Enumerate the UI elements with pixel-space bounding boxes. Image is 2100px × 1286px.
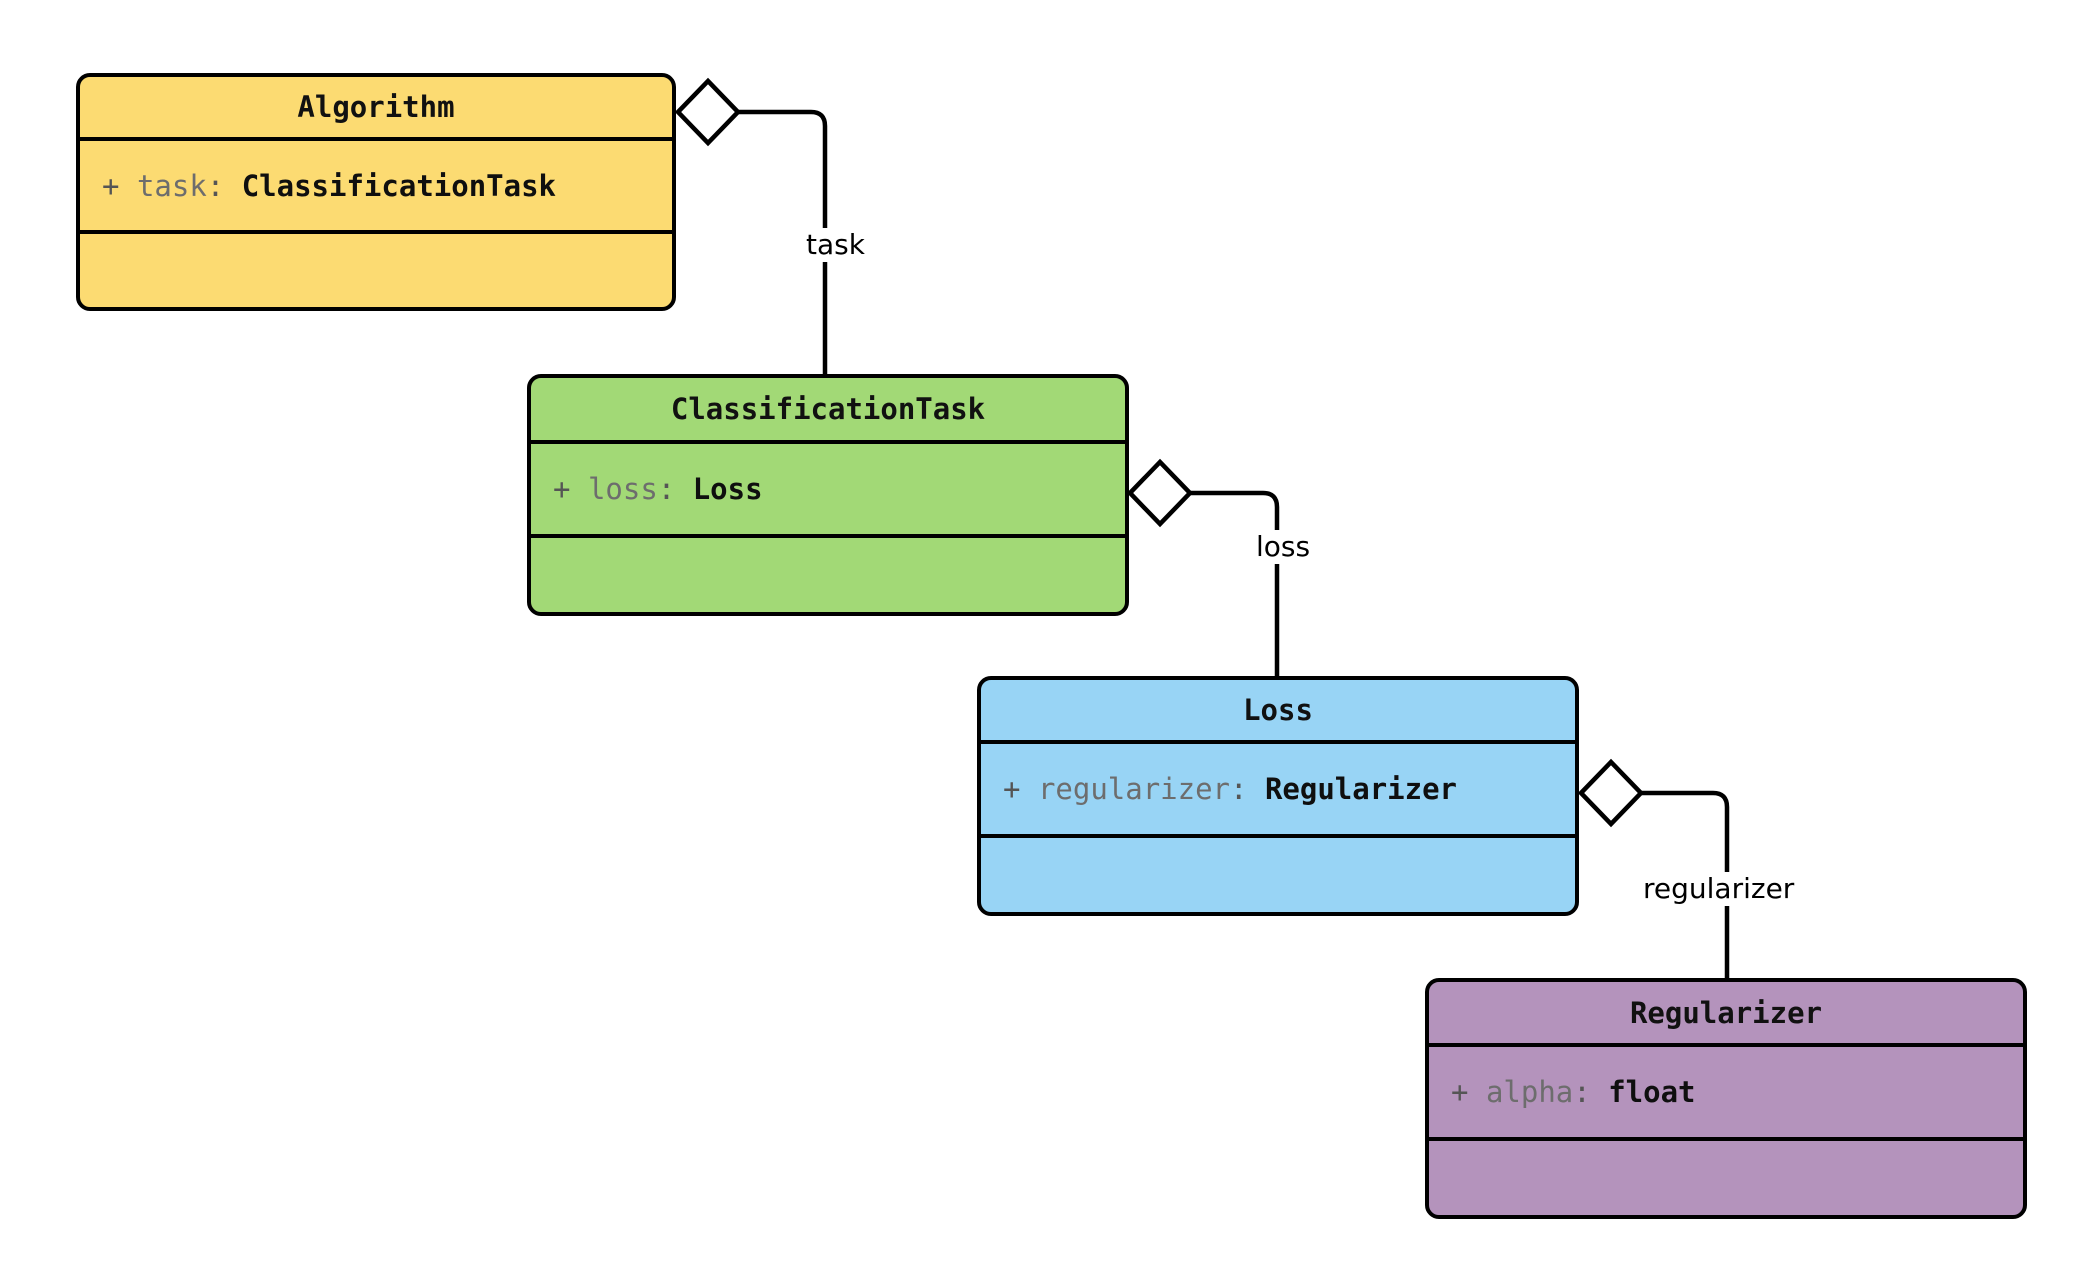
class-title-compartment: Regularizer — [1429, 982, 2023, 1047]
class-attributes-compartment: + alpha: float — [1429, 1047, 2023, 1141]
class-name: Loss — [1243, 693, 1313, 727]
relationship-line — [1641, 790, 1730, 978]
uml-class-algorithm[interactable]: Algorithm + task: ClassificationTask — [76, 73, 676, 311]
attribute-visibility: + — [1451, 1075, 1469, 1109]
attribute-type: float — [1608, 1075, 1696, 1109]
attribute-separator: : — [657, 472, 676, 506]
attribute-visibility: + — [102, 168, 120, 203]
attribute-type: ClassificationTask — [241, 168, 556, 203]
class-attributes-compartment: + task: ClassificationTask — [80, 141, 672, 234]
class-methods-compartment — [531, 538, 1125, 612]
attribute-type: Regularizer — [1264, 772, 1457, 806]
relationship-label-regularizer: regularizer — [1637, 872, 1801, 906]
attribute-name: regularizer — [1037, 772, 1230, 806]
class-title-compartment: Algorithm — [80, 77, 672, 141]
class-title-compartment: Loss — [981, 680, 1575, 744]
aggregation-diamond-icon — [1126, 458, 1194, 528]
relationship-line — [1190, 490, 1280, 676]
attribute-name: task — [136, 168, 207, 203]
class-title-compartment: ClassificationTask — [531, 378, 1125, 444]
relationship-rel-task[interactable] — [674, 77, 828, 374]
class-attribute-row: + loss: Loss — [531, 472, 763, 506]
class-methods-compartment — [80, 234, 672, 307]
class-name: Algorithm — [297, 90, 455, 124]
relationship-line — [738, 109, 828, 374]
attribute-name: loss — [587, 472, 658, 506]
class-name: ClassificationTask — [670, 392, 986, 426]
uml-class-regularizer[interactable]: Regularizer + alpha: float — [1425, 978, 2027, 1219]
relationship-rel-loss[interactable] — [1126, 458, 1280, 676]
attribute-visibility: + — [1003, 772, 1021, 806]
class-attribute-row: + alpha: float — [1429, 1075, 1696, 1109]
class-attribute-row: + task: ClassificationTask — [80, 169, 556, 203]
aggregation-diamond-icon — [674, 77, 742, 147]
relationship-label-task: task — [800, 228, 871, 262]
class-methods-compartment — [1429, 1141, 2023, 1215]
relationship-rel-regularizer[interactable] — [1577, 758, 1730, 978]
attribute-name: alpha — [1485, 1075, 1574, 1109]
class-attributes-compartment: + regularizer: Regularizer — [981, 744, 1575, 838]
attribute-separator: : — [206, 168, 225, 203]
class-attribute-row: + regularizer: Regularizer — [981, 772, 1457, 806]
class-methods-compartment — [981, 838, 1575, 912]
attribute-visibility: + — [553, 472, 571, 506]
uml-class-loss[interactable]: Loss + regularizer: Regularizer — [977, 676, 1579, 916]
class-attributes-compartment: + loss: Loss — [531, 444, 1125, 538]
aggregation-diamond-icon — [1577, 758, 1645, 828]
relationship-label-loss: loss — [1250, 530, 1317, 564]
attribute-type: Loss — [692, 472, 763, 506]
uml-class-classificationtask[interactable]: ClassificationTask + loss: Loss — [527, 374, 1129, 616]
class-name: Regularizer — [1629, 995, 1823, 1030]
attribute-separator: : — [1573, 1075, 1591, 1109]
attribute-separator: : — [1230, 772, 1248, 806]
